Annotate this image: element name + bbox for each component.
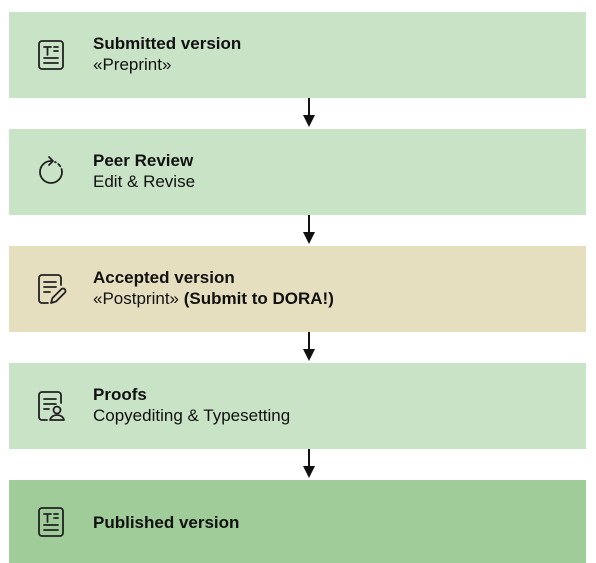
step-subtitle: Copyediting & Typesetting: [93, 406, 291, 425]
step-peer-review: Peer Review Edit & Revise: [9, 129, 586, 215]
step-submitted-version: Submitted version «Preprint»: [9, 12, 586, 98]
step-title: Published version: [93, 513, 240, 532]
step-proofs: Proofs Copyediting & Typesetting: [9, 363, 586, 449]
step-subtitle: «Postprint» (Submit to DORA!): [93, 289, 334, 308]
step-subtitle: Edit & Revise: [93, 172, 196, 191]
flow-arrow: [302, 98, 316, 128]
step-published-version: Published version: [9, 480, 586, 563]
step-title: Proofs: [93, 385, 147, 404]
flow-arrow: [302, 332, 316, 362]
step-subtitle-emphasis: (Submit to DORA!): [183, 289, 334, 308]
text-document-icon: [33, 37, 69, 73]
text-document-icon: [33, 504, 69, 540]
step-title: Peer Review: [93, 151, 194, 170]
step-title: Accepted version: [93, 268, 235, 287]
step-subtitle: «Preprint»: [93, 55, 172, 74]
step-accepted-version: Accepted version «Postprint» (Submit to …: [9, 246, 586, 332]
dashed-circular-arrow-icon: [33, 154, 69, 190]
step-title: Submitted version: [93, 34, 242, 53]
document-edit-icon: [33, 271, 69, 307]
flow-arrow: [302, 215, 316, 245]
document-person-icon: [33, 388, 69, 424]
flow-arrow: [302, 449, 316, 479]
